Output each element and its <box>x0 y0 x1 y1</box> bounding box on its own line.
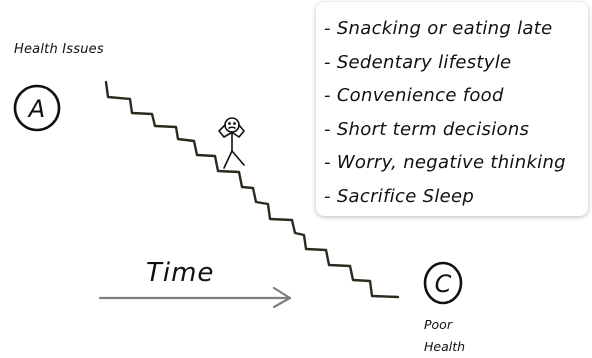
time-label: Time <box>146 258 215 288</box>
stick-figure-worried-icon <box>218 117 245 169</box>
node-c-circle <box>423 261 463 305</box>
node-a-letter: A <box>27 95 45 123</box>
bullet-item: - Snacking or eating late <box>324 18 553 39</box>
node-c-letter: C <box>435 270 452 298</box>
node-c: C <box>423 261 463 305</box>
bullet-item: - Short term decisions <box>324 118 530 140</box>
node-a: A <box>13 84 61 132</box>
bullet-item: - Worry, negative thinking <box>324 152 566 173</box>
bullet-card: - Snacking or eating late - Sedentary li… <box>316 2 588 216</box>
node-a-circle <box>13 84 61 132</box>
bullet-item: - Sedentary lifestyle <box>324 51 512 73</box>
staircase-line <box>104 80 400 299</box>
right-arrow-icon <box>98 286 292 309</box>
end-label: Poor Health <box>424 317 466 354</box>
bullet-item: - Convenience food <box>324 85 504 106</box>
bullet-item: - Sacrifice Sleep <box>324 185 475 207</box>
start-label: Health Issues <box>14 42 104 57</box>
